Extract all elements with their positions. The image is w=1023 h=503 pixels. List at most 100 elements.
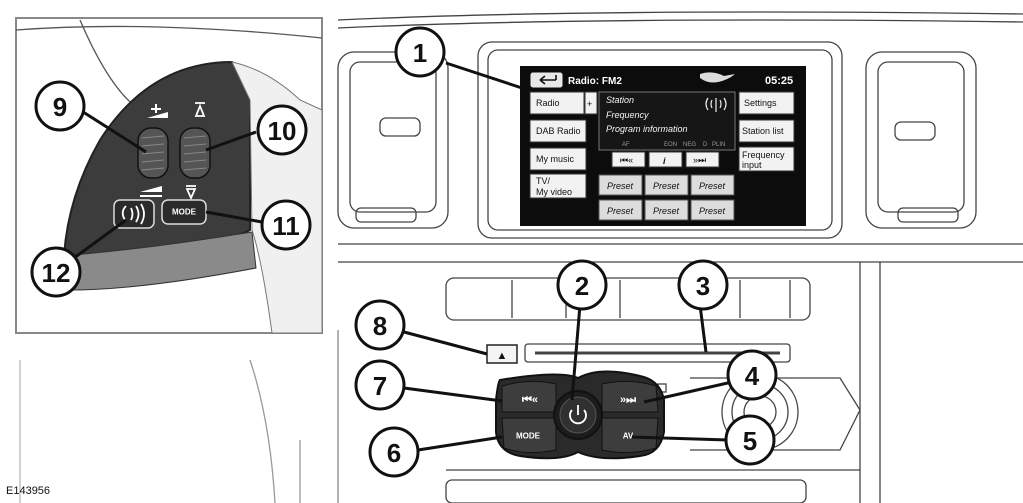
svg-text:TV/: TV/ <box>536 176 551 186</box>
svg-text:D: D <box>703 142 708 148</box>
settings-button[interactable]: Settings <box>738 91 795 115</box>
callout-11: 11 <box>260 199 312 251</box>
signal-antenna-icon <box>705 97 727 112</box>
svg-text:DAB Radio: DAB Radio <box>536 126 581 136</box>
screen-next-button[interactable]: »⏭ <box>685 151 720 168</box>
volume-up-icon <box>147 104 168 118</box>
svg-text:9: 9 <box>53 92 67 122</box>
source-button-dab-radio[interactable]: DAB Radio <box>529 119 587 143</box>
console-controls: ▲ ⏮« MODE »⏭ AV <box>486 344 665 460</box>
seek-up-icon <box>194 102 206 117</box>
svg-text:8: 8 <box>373 311 387 341</box>
source-button-my-music[interactable]: My music <box>529 147 587 171</box>
svg-text:Preset: Preset <box>653 181 680 191</box>
svg-text:My video: My video <box>536 187 572 197</box>
volume-down-icon <box>140 186 162 197</box>
svg-text:7: 7 <box>373 371 387 401</box>
callout-5: 5 <box>724 414 776 466</box>
svg-text:3: 3 <box>696 271 710 301</box>
svg-text:Preset: Preset <box>699 206 726 216</box>
callout-3: 3 <box>677 259 729 311</box>
screen-header: Radio: FM2 05:25 <box>529 71 793 89</box>
back-arrow-icon <box>539 75 557 85</box>
callout-7: 7 <box>354 359 406 411</box>
station-info-panel: Station Frequency Program information <box>598 91 736 151</box>
screen-info-button[interactable]: i <box>648 151 683 168</box>
phone-voice-icon <box>121 203 145 225</box>
mode-button[interactable]: MODE <box>501 417 557 454</box>
callout-4: 4 <box>726 349 778 401</box>
svg-text:4: 4 <box>745 361 760 391</box>
jaguar-logo-icon <box>700 72 735 83</box>
callout-9: 9 <box>34 80 86 132</box>
eject-icon: ▲ <box>497 350 508 362</box>
svg-text:My music: My music <box>536 154 574 164</box>
svg-text:MODE: MODE <box>516 432 541 441</box>
svg-text:NEG: NEG <box>683 142 696 148</box>
svg-text:10: 10 <box>268 116 297 146</box>
prev-track-button[interactable]: ⏮« <box>501 380 557 413</box>
callout-8: 8 <box>354 299 406 351</box>
frequency-input-button[interactable]: Frequency input <box>738 146 795 172</box>
eject-button[interactable]: ▲ <box>486 344 518 364</box>
svg-text:12: 12 <box>42 258 71 288</box>
svg-text:»⏭: »⏭ <box>620 394 636 406</box>
leader-lines <box>73 61 733 452</box>
svg-text:»⏭: »⏭ <box>693 155 706 165</box>
radio-plus-button[interactable]: + <box>584 91 598 115</box>
svg-text:input: input <box>742 160 762 170</box>
power-icon <box>569 405 587 425</box>
svg-text:⏮«: ⏮« <box>522 394 538 406</box>
svg-text:+: + <box>587 99 592 109</box>
svg-text:Preset: Preset <box>607 206 634 216</box>
svg-text:Station list: Station list <box>742 126 784 136</box>
svg-text:Preset: Preset <box>653 206 680 216</box>
station-list-button[interactable]: Station list <box>738 119 795 143</box>
svg-text:Preset: Preset <box>699 181 726 191</box>
source-button-tv-my-video[interactable]: TV/ My video <box>529 173 587 199</box>
info-frequency: Frequency <box>606 110 649 120</box>
radio-flags: AF EON NEG D PLIN <box>622 142 725 148</box>
steering-wheel-inset: MODE <box>15 17 323 334</box>
svg-text:⏮«: ⏮« <box>620 155 633 165</box>
next-track-button[interactable]: »⏭ <box>601 380 659 413</box>
preset-button-2[interactable]: Preset <box>644 174 689 196</box>
callout-6: 6 <box>368 426 420 478</box>
callout-10: 10 <box>256 104 308 156</box>
svg-text:EON: EON <box>664 142 677 148</box>
svg-text:AF: AF <box>622 142 630 148</box>
source-button-radio[interactable]: Radio <box>529 91 585 115</box>
screen-prev-button[interactable]: ⏮« <box>611 151 646 168</box>
av-button[interactable]: AV <box>601 417 659 454</box>
svg-text:PLIN: PLIN <box>712 142 725 148</box>
preset-button-1[interactable]: Preset <box>598 174 643 196</box>
svg-text:6: 6 <box>387 438 401 468</box>
callout-12: 12 <box>30 246 82 298</box>
touchscreen: Radio: FM2 05:25 Radio + DAB Radio My mu… <box>520 66 806 226</box>
svg-text:2: 2 <box>575 271 589 301</box>
svg-text:Settings: Settings <box>744 98 777 108</box>
seek-thumbwheel[interactable] <box>179 127 211 179</box>
svg-text:Preset: Preset <box>607 181 634 191</box>
clock: 05:25 <box>765 75 793 87</box>
svg-text:AV: AV <box>623 432 634 441</box>
callout-2: 2 <box>556 259 608 311</box>
volume-thumbwheel[interactable] <box>137 127 169 179</box>
svg-text:i: i <box>663 156 666 166</box>
wheel-mode-button[interactable]: MODE <box>161 199 207 225</box>
figure-code: E143956 <box>6 485 51 497</box>
svg-text:11: 11 <box>272 211 300 241</box>
screen-title: Radio: FM2 <box>568 76 622 87</box>
preset-button-6[interactable]: Preset <box>690 199 735 221</box>
preset-button-4[interactable]: Preset <box>598 199 643 221</box>
source-label: Radio <box>536 98 560 108</box>
seek-down-icon <box>185 185 197 201</box>
power-volume-knob[interactable] <box>553 390 603 440</box>
info-program: Program information <box>606 124 688 134</box>
callout-1: 1 <box>394 26 446 78</box>
svg-text:1: 1 <box>413 38 427 68</box>
preset-button-5[interactable]: Preset <box>644 199 689 221</box>
preset-button-3[interactable]: Preset <box>690 174 735 196</box>
svg-text:MODE: MODE <box>172 208 197 217</box>
